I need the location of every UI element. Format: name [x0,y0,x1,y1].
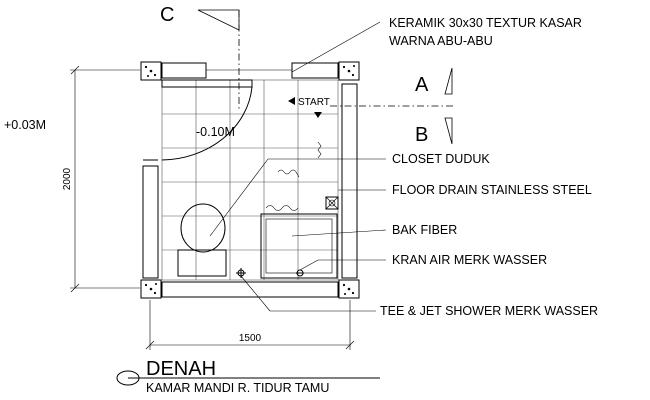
title-sub: KAMAR MANDI R. TIDUR TAMU [146,381,329,395]
closet-symbol [177,203,227,277]
drawing-title: DENAH KAMAR MANDI R. TIDUR TAMU [116,358,380,395]
leader-lines [209,21,387,312]
height-dimension: 2000 [62,65,140,293]
walls [140,61,360,299]
title-main: DENAH [146,358,216,380]
title-marker-icon [116,370,140,386]
height-dimension-value: 2000 [62,167,73,190]
bak-fiber-symbol [260,213,338,279]
section-label-c: C [160,4,174,26]
width-dimension: 1500 [145,300,355,350]
door-swing [161,79,253,161]
bak-fiber-label: BAK FIBER [392,223,457,237]
inside-level-label: -0.10M [196,125,235,139]
section-label-a: A [415,74,429,96]
start-arrow-down-icon [314,112,322,118]
floor-drain-symbol [325,196,339,210]
section-line-c: C [160,4,240,110]
annotation-labels: KERAMIK 30x30 TEXTUR KASAR WARNA ABU-ABU… [380,16,598,318]
closet-label: CLOSET DUDUK [392,152,490,166]
start-label: START [298,97,330,108]
keramik-label-line2: WARNA ABU-ABU [389,34,493,48]
kran-label: KRAN AIR MERK WASSER [392,253,547,267]
outside-level-label: +0.03M [4,118,46,132]
keramik-label-line1: KERAMIK 30x30 TEXTUR KASAR [389,16,582,30]
width-dimension-value: 1500 [239,333,262,344]
tee-jet-shower-label: TEE & JET SHOWER MERK WASSER [380,304,598,318]
start-arrow-left-icon [288,97,295,105]
floor-drain-label: FLOOR DRAIN STAINLESS STEEL [392,183,592,197]
start-marker: START [288,97,330,118]
section-line-ab: A B [330,67,455,146]
sketch-marks [265,141,322,211]
section-label-b: B [415,124,428,146]
